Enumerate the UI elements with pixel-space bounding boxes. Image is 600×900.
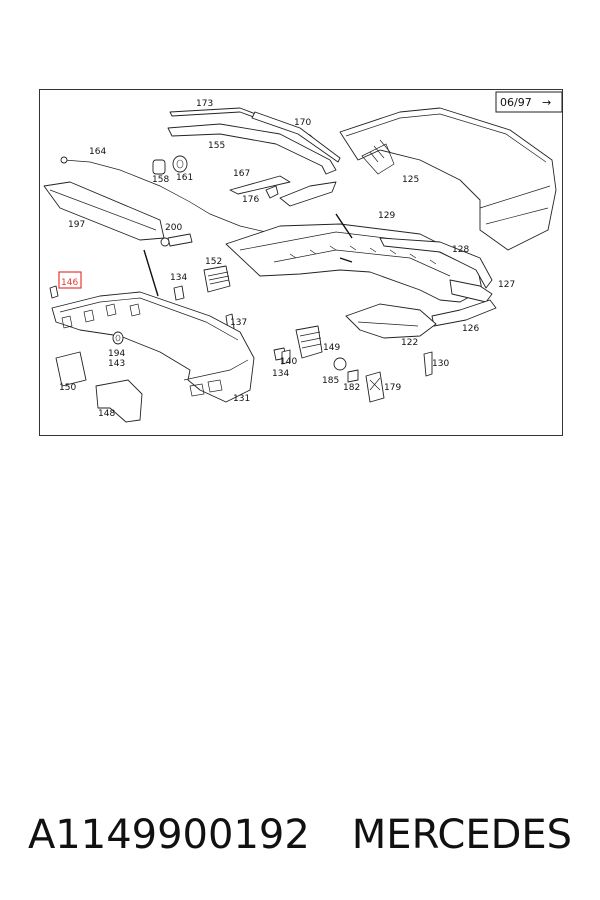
callout-182: 182 xyxy=(343,383,360,393)
callout-148: 148 xyxy=(98,409,115,419)
callout-152: 152 xyxy=(205,257,222,267)
callout-150: 150 xyxy=(59,383,76,393)
part-149-reflector xyxy=(295,325,323,359)
part-134-clip-upper xyxy=(173,285,185,301)
callout-134-lower: 134 xyxy=(272,369,289,379)
part-155-170-moulding xyxy=(167,123,337,175)
part-130-bolt xyxy=(423,351,433,377)
callout-185: 185 xyxy=(322,376,339,386)
callout-170: 170 xyxy=(294,118,311,128)
callout-155: 155 xyxy=(208,141,225,151)
callout-122: 122 xyxy=(401,338,418,348)
callout-200: 200 xyxy=(165,223,182,233)
part-125-bumper-cover xyxy=(339,107,557,251)
part-185-grommet xyxy=(333,357,347,371)
exploded-view-drawing: 06/97 → xyxy=(43,91,563,423)
part-152-reflector xyxy=(203,265,231,293)
callout-149: 149 xyxy=(323,343,340,353)
guide-line-1 xyxy=(143,249,159,297)
callout-125: 125 xyxy=(402,175,419,185)
callout-128: 128 xyxy=(452,245,469,255)
part-128-bracket xyxy=(379,237,493,289)
part-197-strip xyxy=(43,181,165,241)
callout-173: 173 xyxy=(196,99,213,109)
part-182-nut xyxy=(347,369,359,383)
part-170-rail xyxy=(251,111,341,163)
callout-127: 127 xyxy=(498,280,515,290)
part-176-clip xyxy=(265,185,279,199)
callout-143: 143 xyxy=(108,359,125,369)
part-126-lower-strip xyxy=(431,299,497,327)
part-170-end xyxy=(279,181,337,207)
part-140-fastener xyxy=(281,349,291,365)
callout-164: 164 xyxy=(89,147,106,157)
part-146-clip xyxy=(49,285,59,299)
callout-146: 146 xyxy=(61,278,78,288)
part-127-support xyxy=(449,279,493,303)
callout-167: 167 xyxy=(233,169,250,179)
callout-129: 129 xyxy=(378,211,395,221)
part-200-bolt xyxy=(167,233,193,247)
part-167-rod xyxy=(229,175,291,195)
date-code-box: 06/97 → xyxy=(495,91,563,113)
part-164-connector xyxy=(60,156,68,164)
callout-131: 131 xyxy=(233,394,250,404)
callout-161: 161 xyxy=(176,173,193,183)
part-179-bracket xyxy=(365,371,385,403)
part-122-inner xyxy=(345,303,437,339)
part-150-cover xyxy=(55,351,87,387)
callout-140: 140 xyxy=(280,357,297,367)
part-148-cover xyxy=(95,379,143,423)
callout-130: 130 xyxy=(432,359,449,369)
callout-137: 137 xyxy=(230,318,247,328)
date-arrow: → xyxy=(542,96,551,109)
date-code: 06/97 xyxy=(500,96,532,109)
callout-158: 158 xyxy=(152,175,169,185)
guide-line-2 xyxy=(335,213,353,239)
callout-179: 179 xyxy=(384,383,401,393)
callout-194: 194 xyxy=(108,349,125,359)
part-number: A1149900192 xyxy=(27,812,310,858)
callout-197: 197 xyxy=(68,220,85,230)
guide-line-3 xyxy=(339,257,353,263)
callout-176: 176 xyxy=(242,195,259,205)
part-129-carrier xyxy=(225,223,483,303)
callout-134-upper: 134 xyxy=(170,273,187,283)
parts-diagram: 06/97 → xyxy=(39,89,563,436)
callout-126: 126 xyxy=(462,324,479,334)
highlight-box-146 xyxy=(58,271,82,289)
brand-name: MERCEDES xyxy=(351,812,573,858)
part-158-socket xyxy=(152,159,166,175)
part-131-lower-bumper xyxy=(51,291,255,403)
caption-row: A1149900192 MERCEDES xyxy=(0,800,600,870)
